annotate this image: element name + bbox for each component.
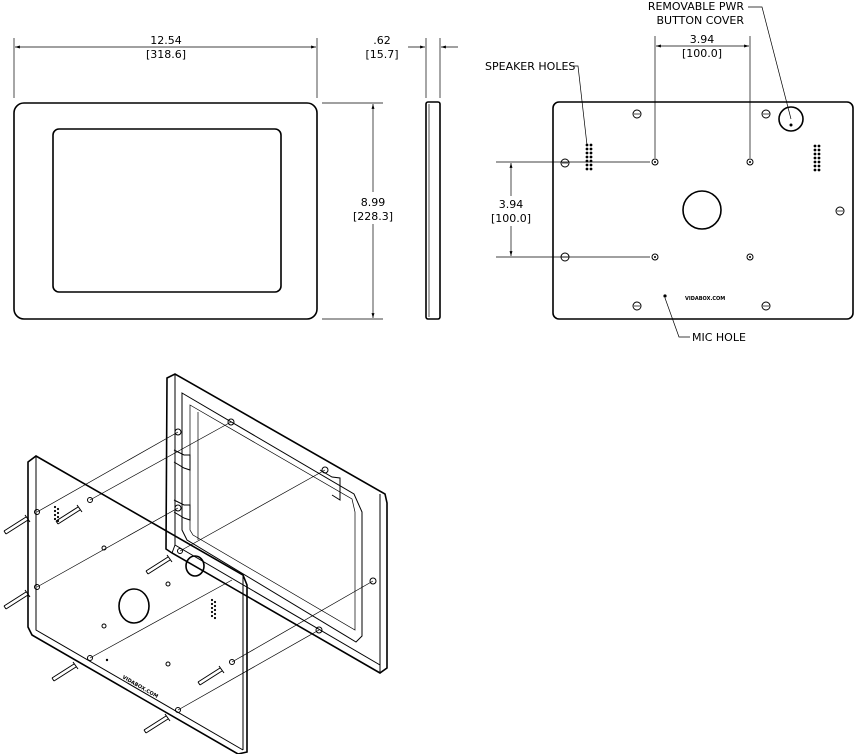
vesa-holes: [651, 158, 754, 261]
mic-hole-callout: MIC HOLE: [692, 331, 746, 344]
speaker-holes-left: [585, 143, 593, 171]
rear-plate-outline: [552, 101, 854, 320]
width-inch-label: 12.54: [150, 34, 182, 47]
iso-assembly-lines: [36, 421, 374, 711]
front-view: 12.54 [318.6] 8.99 [228.3]: [13, 34, 398, 320]
h-spacing-mm-label: [100.0]: [682, 47, 722, 60]
speaker-holes-callout: SPEAKER HOLES: [485, 60, 575, 73]
v-spacing-mm-label: [100.0]: [491, 212, 531, 225]
height-inch-label: 8.99: [361, 196, 386, 209]
front-screen-opening: [52, 128, 282, 293]
width-mm-label: [318.6]: [146, 48, 186, 61]
speaker-holes-right: [813, 144, 821, 172]
h-spacing-inch-label: 3.94: [690, 33, 715, 46]
depth-inch-label: .62: [373, 34, 391, 47]
rear-screws: [560, 109, 845, 311]
front-frame-outline: [13, 102, 318, 320]
iso-logo: VIDABOX.COM: [121, 675, 159, 700]
pwr-cover-callout-line1: REMOVABLE PWR: [648, 0, 745, 13]
side-view: .62 [15.7]: [365, 34, 458, 320]
v-spacing-inch-label: 3.94: [499, 198, 524, 211]
rear-view: VIDABOX.COM 3.94 [100.0] 3.94 [100.0] SP…: [485, 0, 854, 344]
side-profile: [425, 101, 441, 320]
mic-hole: [663, 294, 667, 298]
iso-screws: [3, 504, 225, 734]
rear-logo: VIDABOX.COM: [685, 296, 725, 302]
height-mm-label: [228.3]: [353, 210, 393, 223]
center-access-hole: [682, 190, 722, 230]
iso-frame: [165, 373, 388, 674]
pwr-cover-callout-line2: BUTTON COVER: [657, 14, 745, 27]
power-button-cover: [778, 106, 804, 132]
isometric-view: VIDABOX.COM: [3, 373, 388, 754]
iso-back-plate: VIDABOX.COM: [27, 455, 248, 754]
depth-mm-label: [15.7]: [365, 48, 398, 61]
